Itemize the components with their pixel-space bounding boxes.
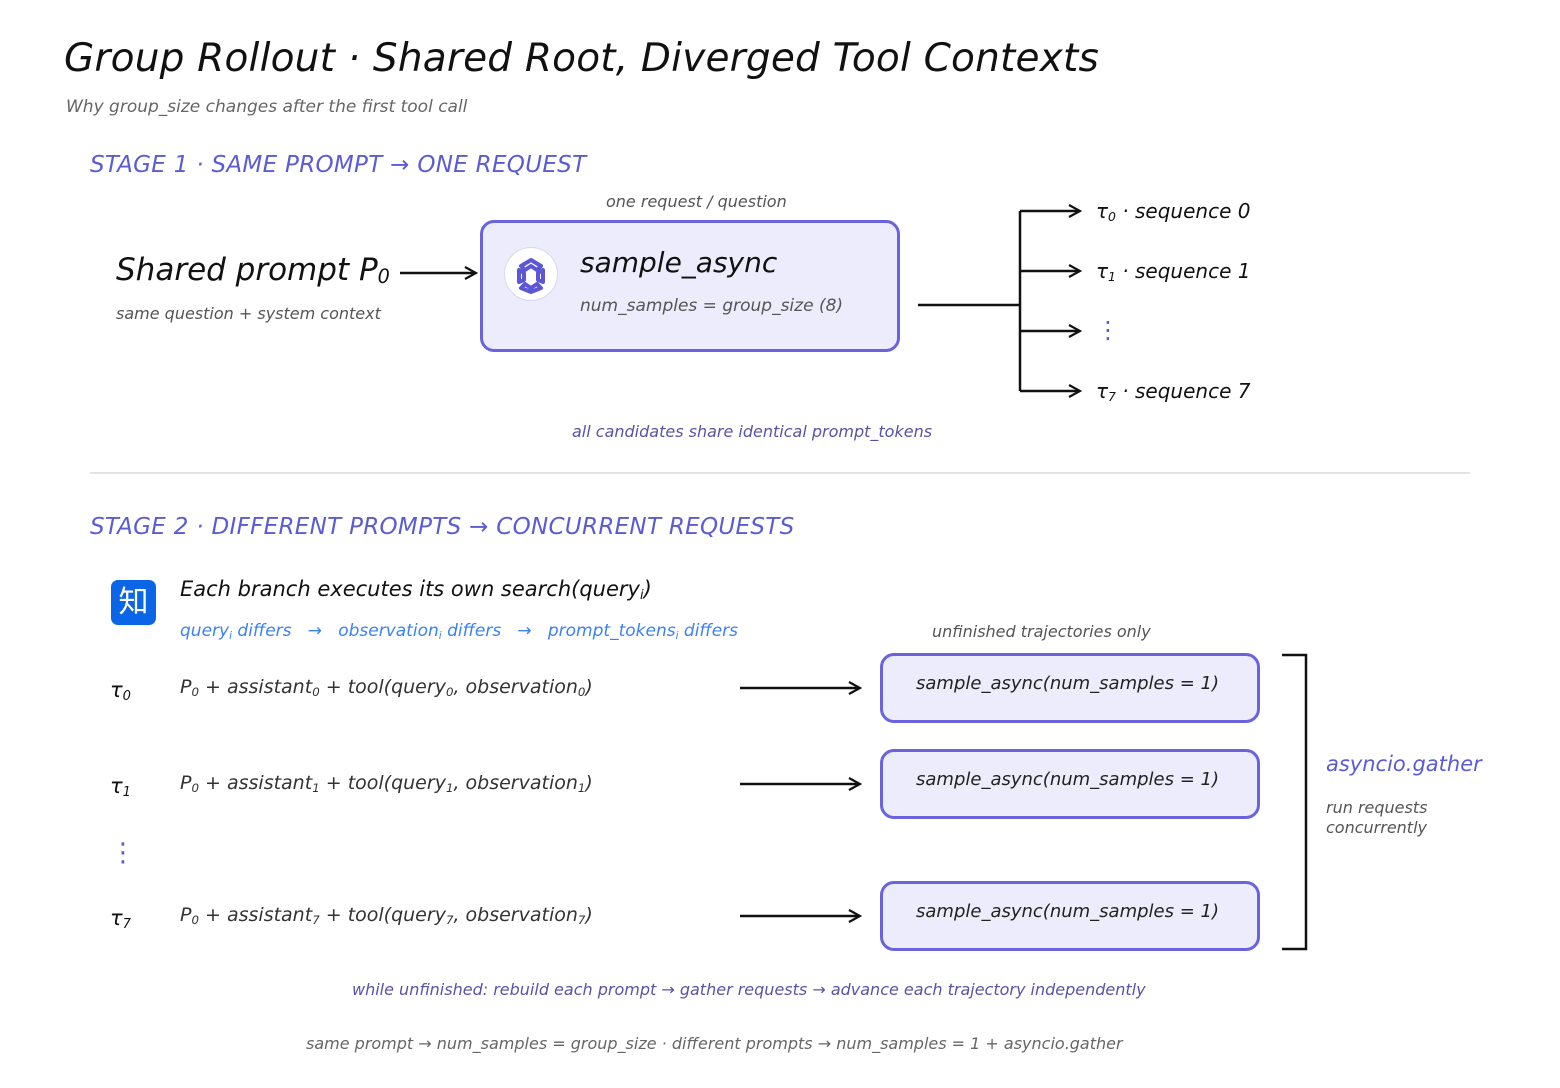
box-title: sample_async xyxy=(580,246,778,279)
page-subtitle: Why group_size changes after the first t… xyxy=(66,97,468,117)
differences-line: queryi differs → observationi differs → … xyxy=(180,621,739,642)
stage-divider xyxy=(90,472,1470,474)
stage1-footer-note: all candidates share identical prompt_to… xyxy=(572,422,933,441)
stage2-heading: STAGE 2 · DIFFERENT PROMPTS → CONCURRENT… xyxy=(90,514,795,540)
row-1-prompt: P0 + assistant1 + tool(query1, observati… xyxy=(180,772,593,795)
box-caption: one request / question xyxy=(606,192,787,211)
request-box-1 xyxy=(880,749,1260,819)
sequence-1-label: τ1 · sequence 1 xyxy=(1096,259,1251,284)
row-1-tau: τ1 xyxy=(110,774,131,800)
unfinished-note: unfinished trajectories only xyxy=(932,622,1151,641)
branch-title: Each branch executes its own search(quer… xyxy=(180,577,652,603)
shared-prompt-label: Shared prompt P0 xyxy=(116,252,390,288)
gather-label: asyncio.gather xyxy=(1326,752,1482,776)
request-label-0: sample_async(num_samples = 1) xyxy=(916,673,1220,694)
request-box-7 xyxy=(880,881,1260,951)
sequence-ellipsis: ⋮ xyxy=(1096,316,1120,344)
rows-ellipsis: ⋮ xyxy=(110,838,136,868)
stage1-connectors xyxy=(400,0,1560,470)
gather-note-line-1: run requests xyxy=(1326,798,1428,817)
row-7-tau: τ7 xyxy=(110,906,131,932)
row-7-prompt: P0 + assistant7 + tool(query7, observati… xyxy=(180,904,593,927)
stage1-heading: STAGE 1 · SAME PROMPT → ONE REQUEST xyxy=(90,152,587,178)
model-logo-icon xyxy=(504,247,558,301)
box-detail: num_samples = group_size (8) xyxy=(580,296,844,316)
search-engine-icon: 知 xyxy=(111,580,156,625)
row-0-tau: τ0 xyxy=(110,678,131,704)
stage2-connectors xyxy=(740,653,1308,951)
sequence-7-label: τ7 · sequence 7 xyxy=(1096,379,1251,404)
request-box-0 xyxy=(880,653,1260,723)
sequence-0-label: τ0 · sequence 0 xyxy=(1096,199,1251,224)
loop-note: while unfinished: rebuild each prompt → … xyxy=(352,980,1146,999)
page-title: Group Rollout · Shared Root, Diverged To… xyxy=(64,36,1099,81)
request-label-7: sample_async(num_samples = 1) xyxy=(916,901,1220,922)
summary-footer: same prompt → num_samples = group_size ·… xyxy=(306,1034,1123,1053)
row-0-prompt: P0 + assistant0 + tool(query0, observati… xyxy=(180,676,593,699)
request-label-1: sample_async(num_samples = 1) xyxy=(916,769,1220,790)
gather-note-line-2: concurrently xyxy=(1326,818,1427,837)
shared-prompt-note: same question + system context xyxy=(116,304,381,323)
